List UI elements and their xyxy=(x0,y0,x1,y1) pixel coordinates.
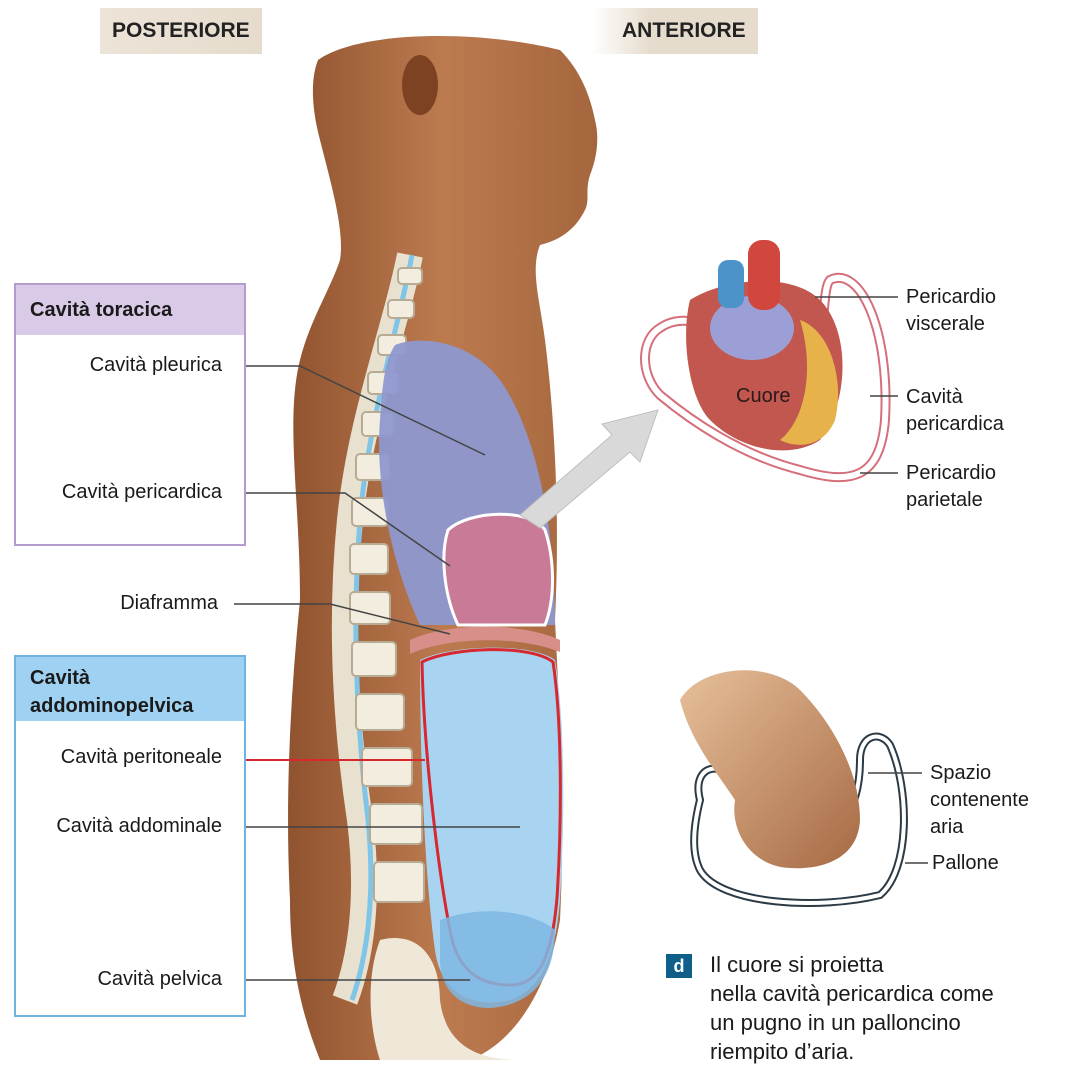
label-peritoneal-cavity: Cavità peritoneale xyxy=(61,746,222,769)
label-pericardial-cavity: Cavità pericardica xyxy=(62,481,222,504)
abdominopelvic-title-line2: addominopelvica xyxy=(30,692,230,720)
pelvic-cavity xyxy=(440,911,555,1008)
label-diaphragm: Diaframma xyxy=(120,592,218,615)
label-heart: Cuore xyxy=(736,385,790,408)
caption-letter-badge: d xyxy=(666,954,692,978)
vena-cava xyxy=(718,260,744,308)
caption-line: riempito d’aria. xyxy=(710,1037,994,1066)
aorta xyxy=(748,240,780,310)
abdominopelvic-title-line1: Cavità xyxy=(30,664,230,692)
caption-line: un pugno in un palloncino xyxy=(710,1008,994,1037)
pericardial-cavity xyxy=(444,514,553,625)
caption-line: nella cavità pericardica come xyxy=(710,979,994,1008)
thoracic-cavity-box: Cavità toracica xyxy=(14,283,246,546)
abdominopelvic-box-title: Cavità addominopelvica xyxy=(16,657,244,721)
ear xyxy=(402,55,438,115)
label-pelvic-cavity: Cavità pelvica xyxy=(97,968,222,991)
label-pleural-cavity: Cavità pleurica xyxy=(90,354,222,377)
thoracic-box-title: Cavità toracica xyxy=(16,285,244,335)
caption-line: Il cuore si proietta xyxy=(710,950,994,979)
caption: d Il cuore si proietta nella cavità peri… xyxy=(666,950,994,1066)
label-balloon: Pallone xyxy=(932,850,999,877)
label-abdominal-cavity: Cavità addominale xyxy=(56,815,222,838)
